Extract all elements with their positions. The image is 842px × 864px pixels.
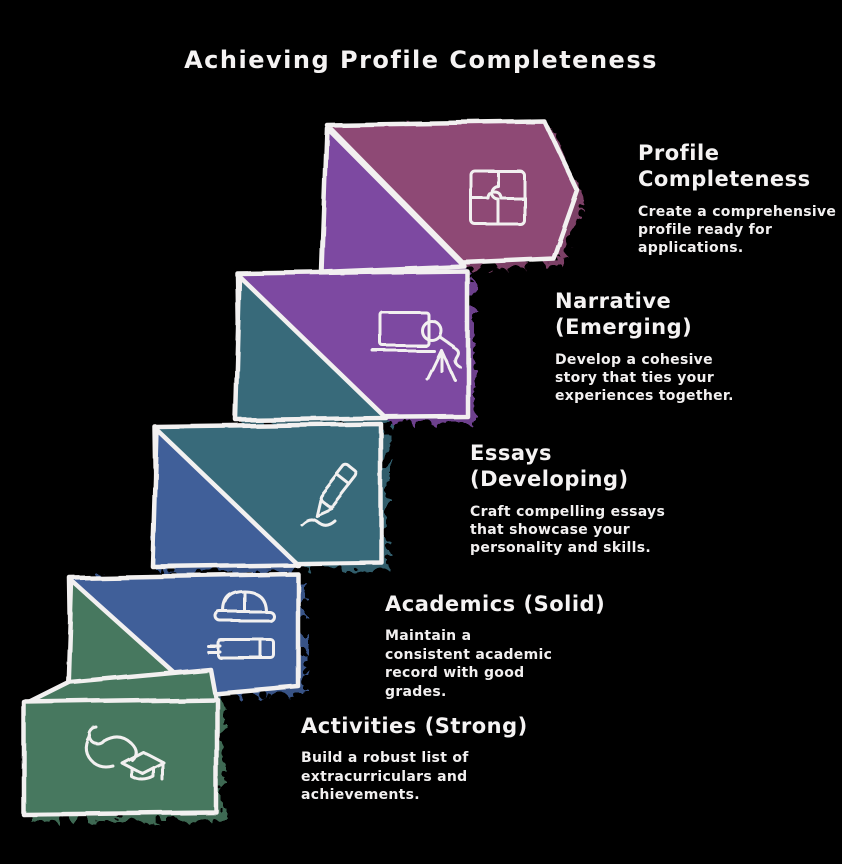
flexed-arm-graduation-cap-icon	[84, 726, 166, 782]
page-title: Achieving Profile Completeness	[184, 46, 658, 74]
step-shape-narrative	[233, 268, 470, 423]
step-label-narrative: Narrative (Emerging) Develop a cohesive …	[555, 288, 750, 406]
step-description: Build a robust list of extracurriculars …	[301, 750, 469, 804]
step-title: Activities (Strong)	[301, 714, 528, 738]
ribbon-fold-step-1	[319, 125, 467, 275]
step-label-essays: Essays (Developing) Craft compelling ess…	[470, 440, 675, 558]
ribbon-step-5	[21, 696, 220, 818]
step-description: Develop a cohesive story that ties your …	[555, 351, 734, 405]
step-title: Academics (Solid)	[385, 592, 606, 616]
step-title: Essays (Developing)	[470, 441, 629, 492]
step-shape-essays	[150, 421, 384, 570]
step-shape-profile-completeness	[319, 119, 580, 275]
pen-icon	[298, 463, 359, 526]
hard-hat-book-icon	[206, 590, 276, 660]
ribbon-fold-step-3	[150, 427, 301, 570]
step-title: Profile Completeness	[638, 141, 811, 192]
laptop-microphone-icon	[371, 311, 461, 381]
step-label-profile-completeness: Profile Completeness Create a comprehens…	[638, 140, 838, 258]
step-label-activities: Activities (Strong) Build a robust list …	[301, 713, 536, 805]
step-description: Maintain a consistent academic record wi…	[385, 628, 553, 700]
step-shape-activities	[21, 666, 220, 818]
step-description: Craft compelling essays that showcase yo…	[470, 503, 666, 557]
puzzle-icon	[469, 169, 526, 226]
ribbon-fold-step-2	[233, 274, 389, 423]
step-label-academics: Academics (Solid) Maintain a consistent …	[385, 591, 620, 701]
step-title: Narrative (Emerging)	[555, 289, 693, 340]
step-description: Create a comprehensive profile ready for…	[638, 203, 837, 257]
